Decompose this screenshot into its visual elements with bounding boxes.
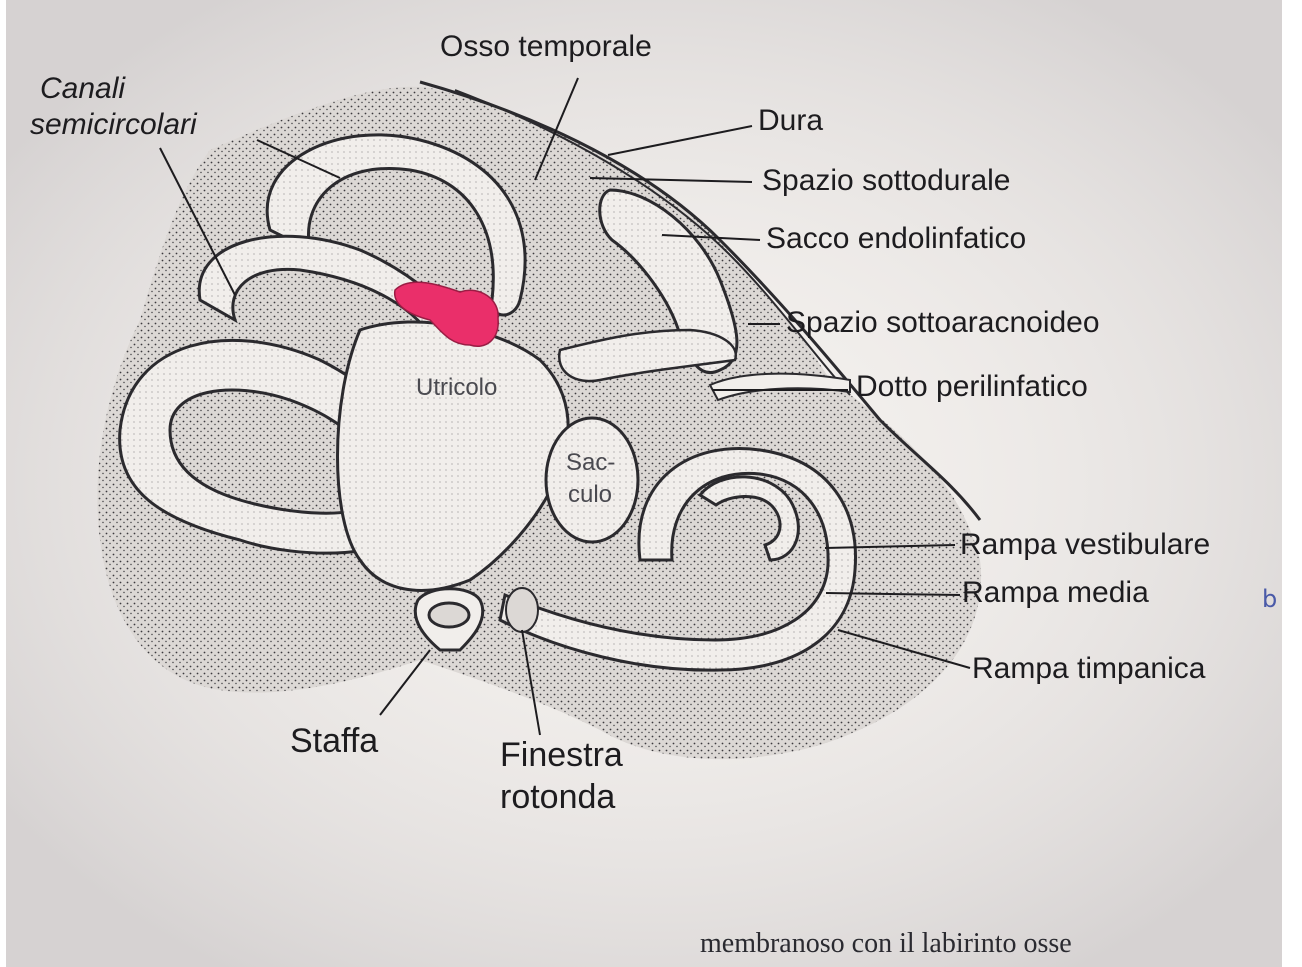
label-utricolo: Utricolo [416, 375, 497, 402]
footer-caption-text: membranoso con il labirinto osse [700, 928, 1072, 959]
label-dotto-perilinfatico: Dotto perilinfatico [856, 370, 1088, 404]
label-staffa: Staffa [290, 722, 378, 760]
margin-handwritten-mark: b [1262, 586, 1277, 613]
label-osso-temporale: Osso temporale [440, 30, 652, 64]
label-spazio-sottodurale: Spazio sottodurale [762, 164, 1011, 198]
label-finestra-rotonda-line2: rotonda [500, 778, 615, 816]
label-rampa-timpanica: Rampa timpanica [972, 652, 1205, 686]
label-canali-semicircolari-line2: semicircolari [30, 108, 197, 142]
label-canali-semicircolari-line1: Canali [40, 72, 125, 106]
label-rampa-vestibulare: Rampa vestibulare [960, 528, 1210, 562]
label-dura: Dura [758, 104, 823, 138]
label-rampa-media: Rampa media [962, 576, 1149, 610]
round-window [506, 588, 538, 632]
label-sacculo-line1: Sac- [566, 450, 615, 477]
label-spazio-sottoaracnoideo: Spazio sottoaracnoideo [786, 306, 1100, 340]
label-sacco-endolinfatico: Sacco endolinfatico [766, 222, 1026, 256]
saccule [546, 418, 638, 542]
label-sacculo-line2: culo [568, 482, 612, 509]
label-finestra-rotonda-line1: Finestra [500, 736, 623, 774]
